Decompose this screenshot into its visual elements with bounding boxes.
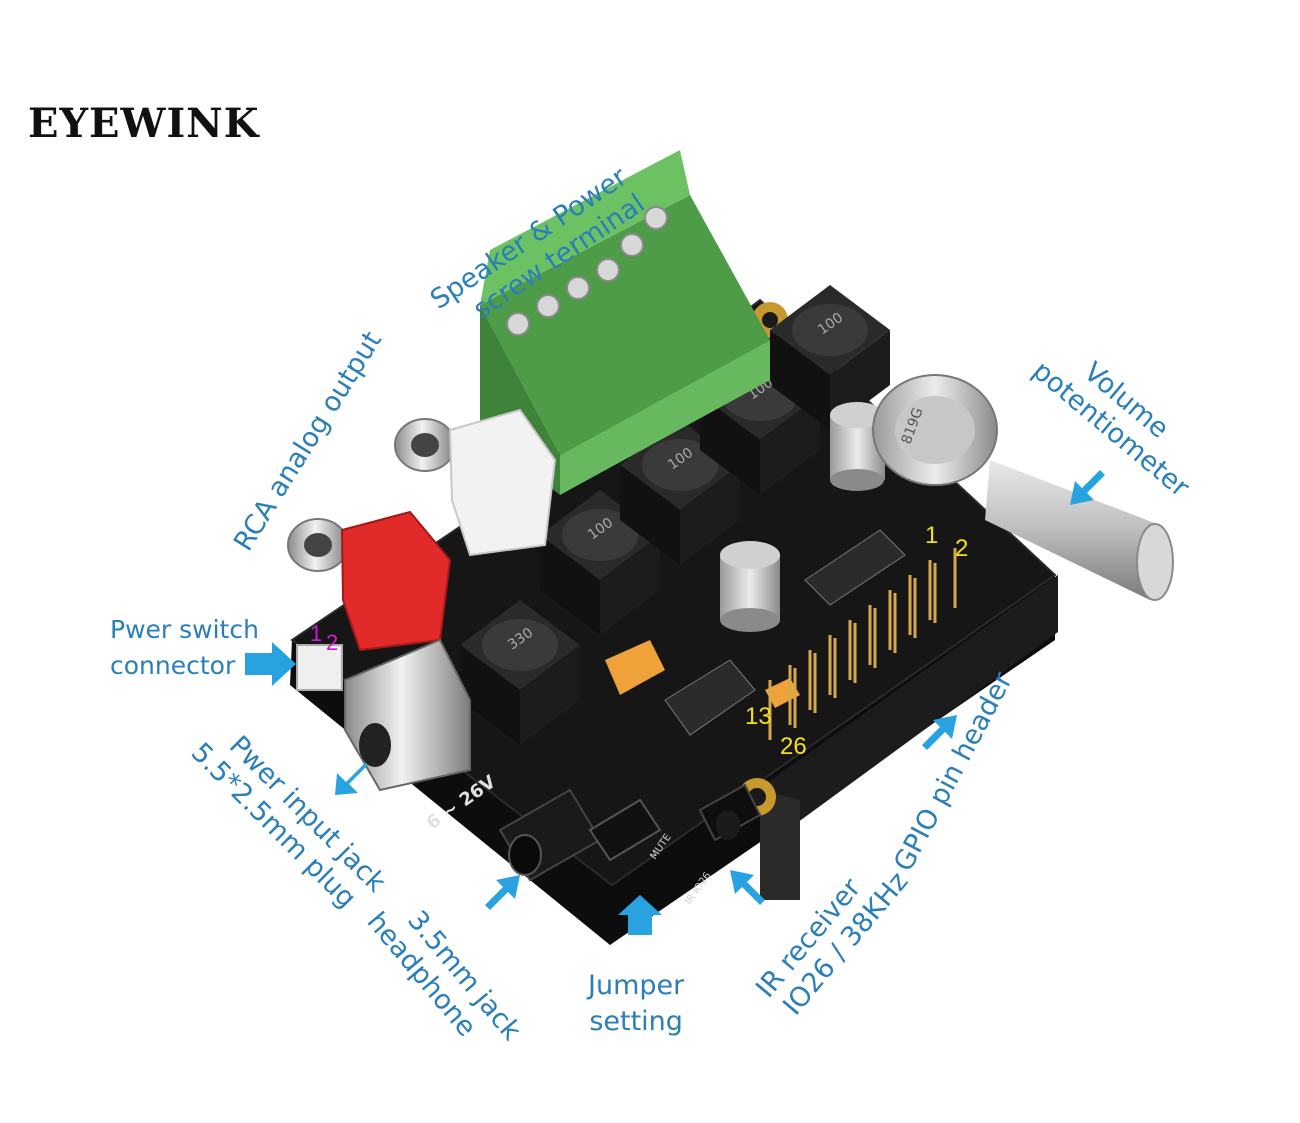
power-switch-connector <box>296 644 343 691</box>
jumper-header <box>588 798 662 862</box>
switch-pin-number: 1 <box>310 621 323 646</box>
arrow-icon <box>922 715 957 750</box>
arrow-icon <box>485 875 520 910</box>
arrow-icon <box>730 870 765 905</box>
rca-jack-white <box>394 408 557 557</box>
gpio-pin-number: 13 <box>745 703 772 730</box>
arrow-icon <box>245 642 296 686</box>
gpio-socket <box>760 575 1058 850</box>
rca-jack-red <box>287 510 452 652</box>
capacitor <box>720 541 780 632</box>
label-line: Pwer switch <box>110 615 259 644</box>
inductors <box>460 285 890 745</box>
switch-pin-number: 2 <box>326 630 339 655</box>
callout-arrows <box>245 470 1105 935</box>
gpio-pin-number: 1 <box>925 522 939 549</box>
label-power-switch: Pwer switch connector <box>110 612 259 684</box>
volume-potentiometer: 819G <box>872 374 1174 601</box>
arrow-icon <box>335 763 368 795</box>
arrow-icon <box>618 895 662 935</box>
gpio-socket-front <box>760 790 800 900</box>
gpio-pins <box>768 548 957 740</box>
headphone-jack <box>498 788 602 882</box>
ir-receiver <box>698 783 762 842</box>
gpio-pin-number: 2 <box>955 535 969 562</box>
brand-logo: EYEWINK <box>28 100 260 147</box>
label-jumper: Jumper setting <box>588 968 684 1040</box>
power-jack <box>344 638 471 792</box>
dac-chip <box>664 659 756 736</box>
arrow-icon <box>1070 470 1105 505</box>
label-line: Jumper <box>588 970 685 1001</box>
tantalum-cap <box>605 640 665 695</box>
label-line: setting <box>589 1006 683 1037</box>
label-line: connector <box>110 651 236 680</box>
gpio-pin-number: 26 <box>780 733 807 760</box>
amplifier-chip <box>804 529 906 606</box>
